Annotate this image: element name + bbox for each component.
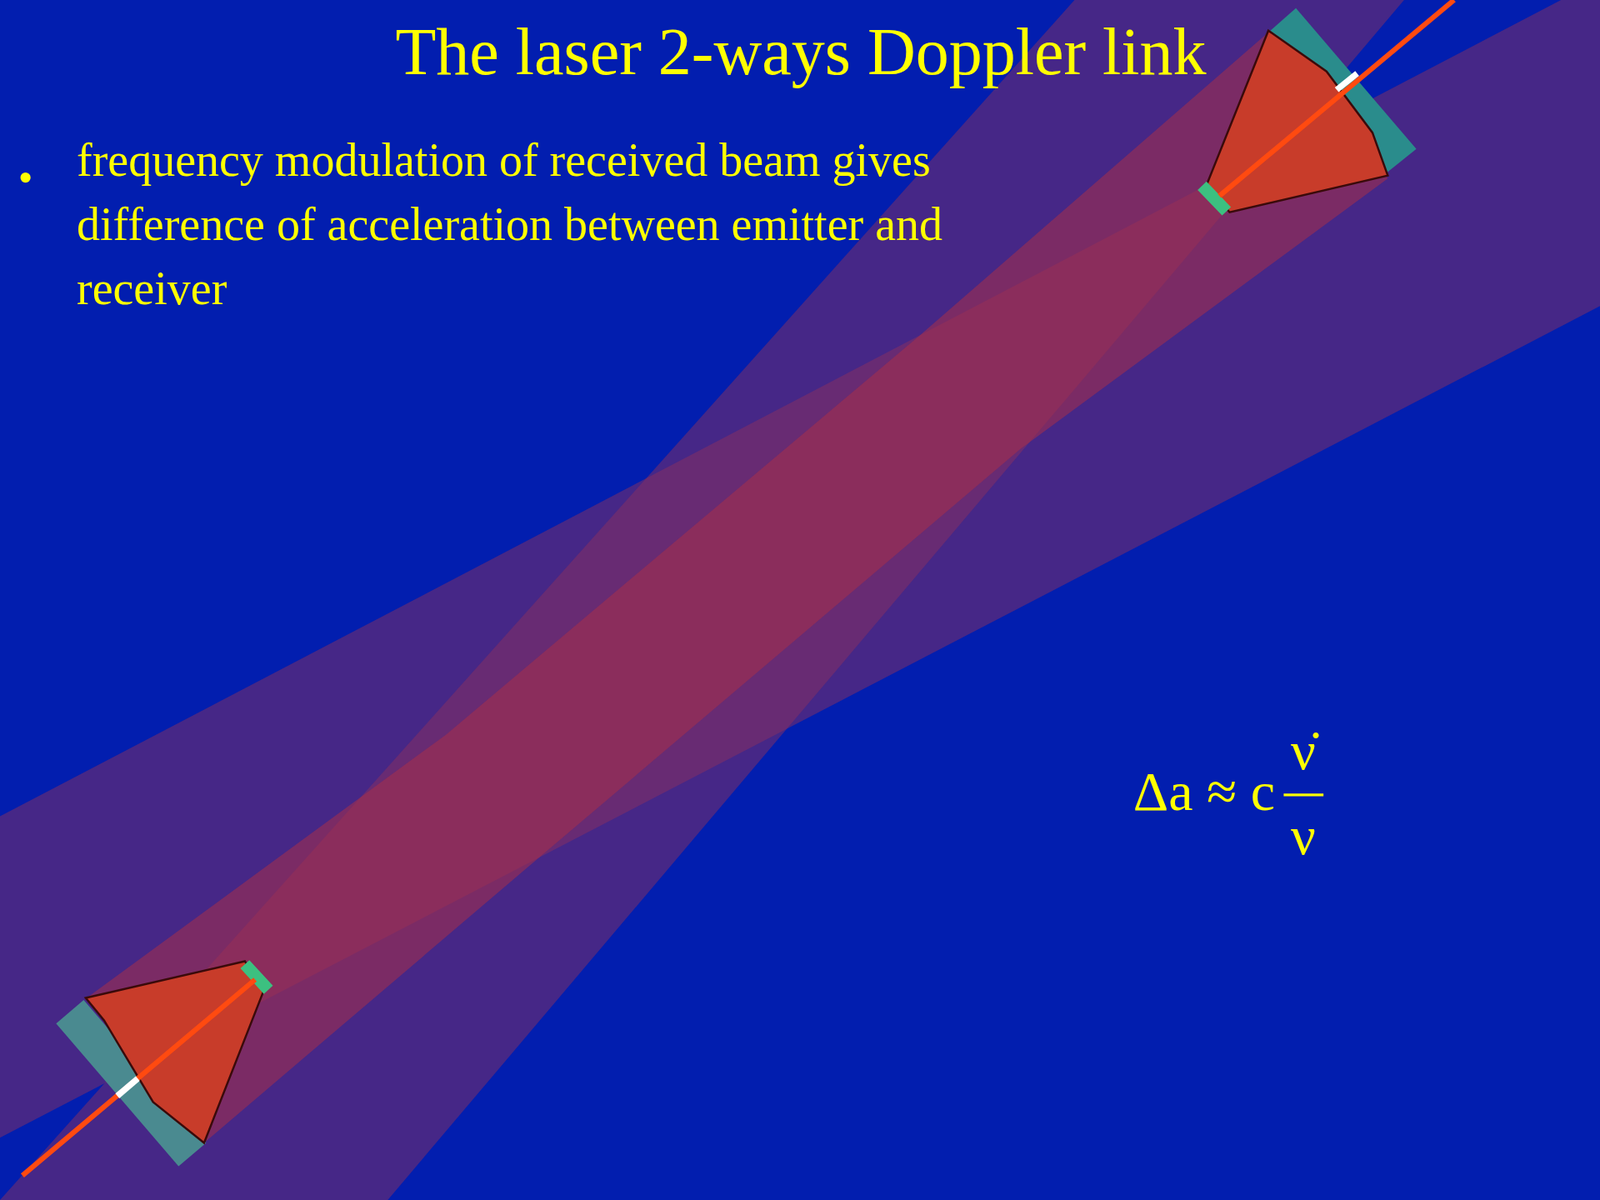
formula-numerator: ν̇ <box>1290 723 1316 779</box>
formula-denominator: ν <box>1290 808 1316 864</box>
secondary-mirror <box>1201 185 1226 212</box>
wide-beam <box>0 0 1405 1200</box>
narrow-beam <box>86 30 1388 1144</box>
laser-axis <box>1219 0 1455 196</box>
bullet <box>20 172 30 183</box>
fraction-bar <box>1283 793 1324 796</box>
tick <box>117 1078 138 1096</box>
slide-title: The laser 2-ways Doppler link <box>395 18 1206 85</box>
bullet-text: frequency modulation of received beam gi… <box>76 128 1102 321</box>
laser-axis <box>22 980 255 1176</box>
tick <box>1336 73 1357 90</box>
telescope-tube <box>85 960 264 1143</box>
formula-lhs: Δa ≈ c <box>1133 764 1275 820</box>
